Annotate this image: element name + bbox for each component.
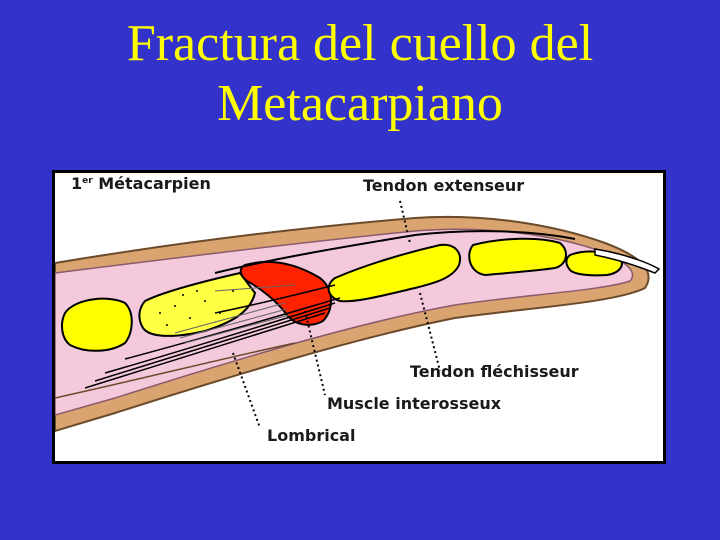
- slide-title: Fractura del cuello del Metacarpiano: [0, 14, 720, 134]
- carpal-bone: [62, 299, 132, 351]
- title-line-1: Fractura del cuello del: [127, 15, 593, 72]
- label-lumbrical: Lombrical: [267, 426, 355, 445]
- title-line-2: Metacarpiano: [217, 75, 503, 132]
- finger-diagram: 1er Métacarpien Tendon extenseur Tendon …: [52, 170, 666, 464]
- label-interosseous-muscle: Muscle interosseux: [327, 394, 502, 413]
- label-flexor-tendon: Tendon fléchisseur: [410, 362, 579, 381]
- label-first-metacarpal: 1er Métacarpien: [71, 174, 211, 193]
- label-extensor-tendon: Tendon extenseur: [363, 176, 524, 195]
- finger-illustration: 1er Métacarpien Tendon extenseur Tendon …: [55, 173, 663, 461]
